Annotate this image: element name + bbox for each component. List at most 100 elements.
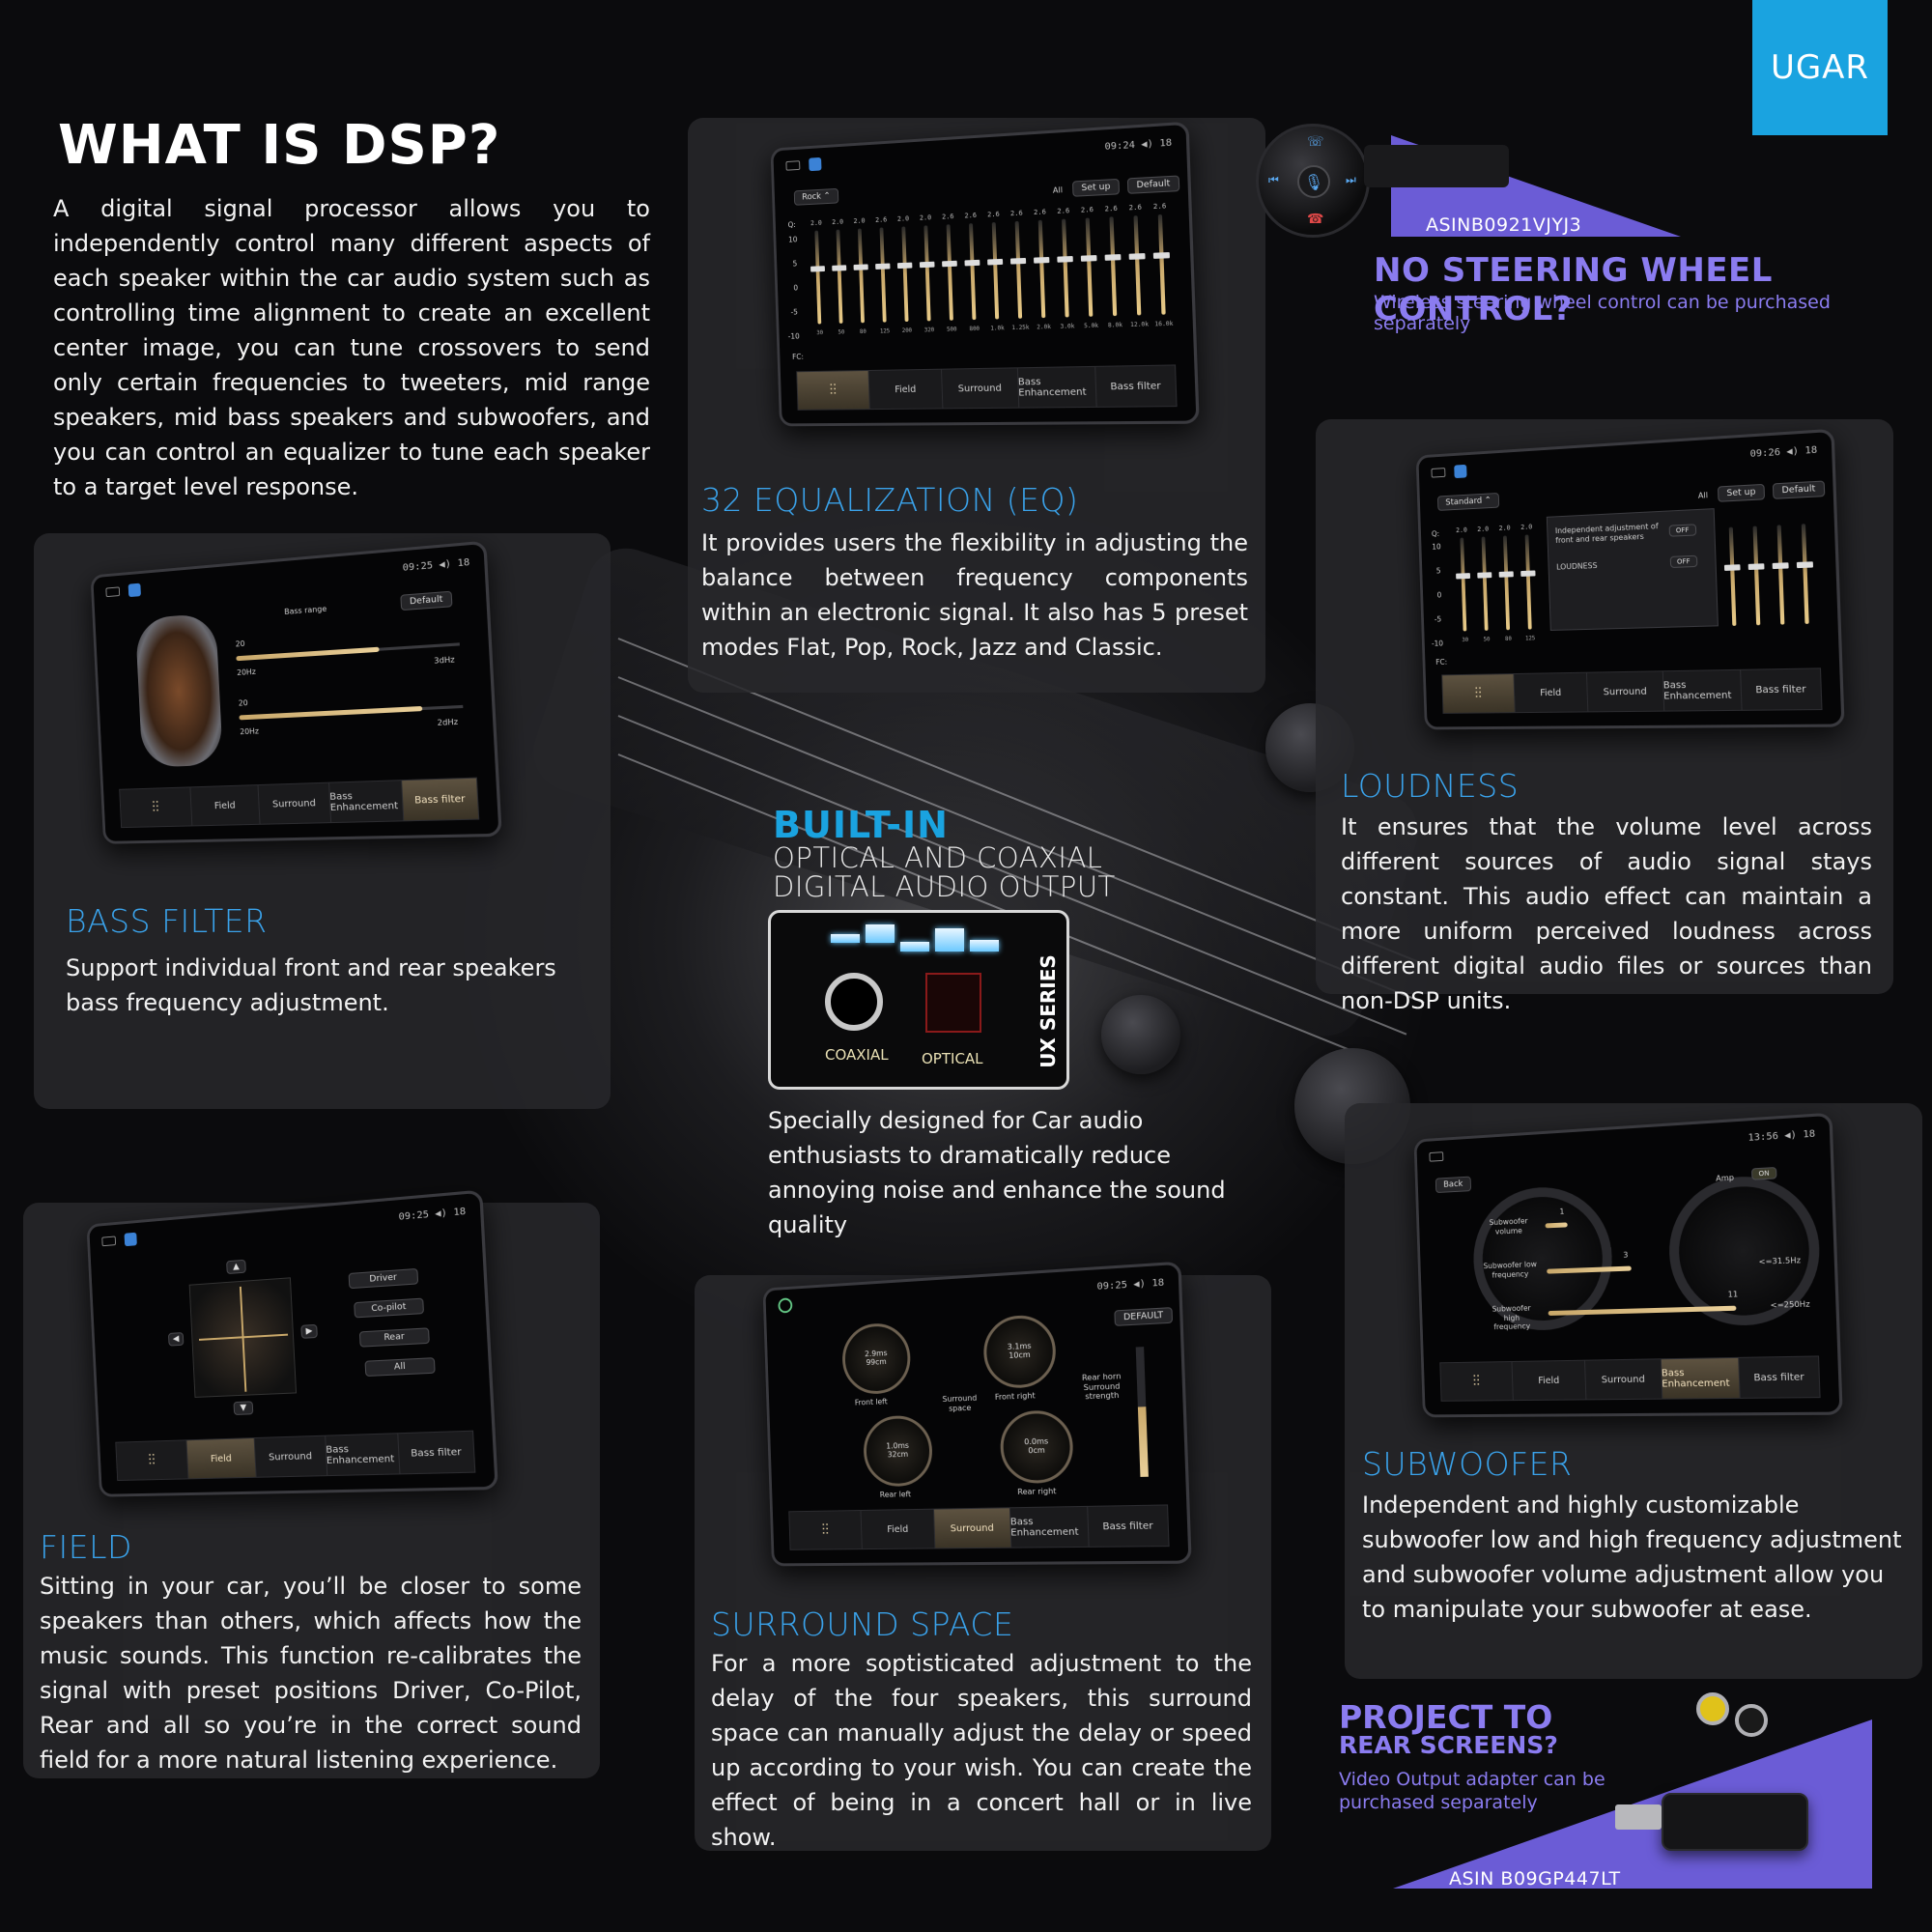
tab-bass-enhancement[interactable]: Bass Enhancement <box>1662 669 1743 711</box>
eq-band-thumb[interactable] <box>964 259 980 267</box>
eq-band-track[interactable] <box>832 229 847 324</box>
eq-band-thumb[interactable] <box>1520 570 1536 577</box>
tab-bass-filter[interactable]: Bass filter <box>1755 683 1806 696</box>
home-icon[interactable] <box>1431 468 1446 478</box>
home-icon[interactable] <box>105 586 121 598</box>
eq-band-thumb[interactable] <box>1080 255 1097 262</box>
right-arrow-button[interactable]: ▶ <box>300 1323 318 1339</box>
eq-band-thumb[interactable] <box>896 262 913 270</box>
tab-bass-enhancement[interactable]: Bass Enhancement <box>328 781 405 823</box>
eq-band-thumb[interactable] <box>1456 573 1471 580</box>
eq-band-thumb[interactable] <box>1034 256 1050 264</box>
tab-bass-filter[interactable]: Bass filter <box>401 778 479 821</box>
eq-band-track[interactable] <box>1034 219 1050 319</box>
setup-button[interactable]: Set up <box>1717 483 1766 502</box>
power-icon[interactable] <box>778 1297 793 1314</box>
field-option-driver[interactable]: Driver <box>348 1267 419 1290</box>
tab-bass-enhancement[interactable]: Bass Enhancement <box>1009 1506 1090 1548</box>
rear-bass-slider[interactable] <box>239 705 423 721</box>
eq-band-slider[interactable] <box>1791 509 1820 624</box>
tab-bass-filter[interactable]: Bass filter <box>1110 380 1161 392</box>
amp-toggle[interactable]: ON <box>1750 1167 1777 1180</box>
eq-tab-icon[interactable]: ⫶⫶ <box>789 1510 863 1549</box>
tab-surround[interactable]: Surround <box>934 1508 1011 1548</box>
eq-band-thumb[interactable] <box>832 265 847 271</box>
eq-band-thumb[interactable] <box>1747 563 1765 571</box>
down-arrow-button[interactable]: ▼ <box>233 1401 254 1415</box>
eq-band-track[interactable] <box>1477 536 1492 631</box>
eq-tab-icon[interactable]: ⫶⫶ <box>1440 1361 1514 1401</box>
rear-right-dial[interactable]: 0.0ms 0cm <box>999 1409 1074 1485</box>
tab-field[interactable]: Field <box>861 1509 936 1549</box>
field-option-all[interactable]: All <box>364 1357 436 1378</box>
eq-tab-icon[interactable]: ⫶⫶ <box>116 1440 189 1481</box>
tab-bass-enhancement[interactable]: Bass Enhancement <box>1661 1357 1741 1399</box>
eq-band-thumb[interactable] <box>1009 257 1027 265</box>
front-bass-slider[interactable] <box>236 646 380 662</box>
default-button[interactable]: Default <box>400 590 453 611</box>
eq-band-track[interactable] <box>919 225 935 322</box>
app-icon[interactable] <box>809 156 822 172</box>
field-option-copilot[interactable]: Co-pilot <box>354 1297 425 1319</box>
tab-bass-enhancement[interactable]: Bass Enhancement <box>325 1434 401 1476</box>
eq-band-thumb[interactable] <box>875 263 891 270</box>
tab-field[interactable]: Field <box>1514 672 1589 713</box>
tab-surround[interactable]: Surround <box>1587 671 1664 712</box>
eq-band-track[interactable] <box>1152 213 1170 315</box>
independent-adjust-toggle[interactable]: OFF <box>1668 524 1696 537</box>
eq-band-thumb[interactable] <box>1796 561 1814 569</box>
default-button[interactable]: Default <box>1772 480 1826 499</box>
eq-band-thumb[interactable] <box>942 260 957 268</box>
eq-band-track[interactable] <box>1747 526 1765 626</box>
eq-band-thumb[interactable] <box>1498 571 1514 578</box>
setup-button[interactable]: Set up <box>1071 178 1121 197</box>
surround-strength-slider[interactable] <box>1137 1406 1149 1477</box>
eq-band-track[interactable] <box>987 221 1004 320</box>
app-icon[interactable] <box>1454 464 1467 479</box>
eq-band-thumb[interactable] <box>853 264 868 270</box>
eq-band-thumb[interactable] <box>1104 254 1122 261</box>
tab-surround[interactable]: Surround <box>942 368 1019 409</box>
field-option-rear[interactable]: Rear <box>358 1327 430 1348</box>
tab-bass-filter[interactable]: Bass filter <box>1102 1520 1153 1532</box>
eq-band-track[interactable] <box>896 226 913 323</box>
tab-field[interactable]: Field <box>190 785 261 826</box>
eq-band-track[interactable] <box>1498 535 1514 631</box>
eq-band-thumb[interactable] <box>1477 572 1492 579</box>
app-icon[interactable] <box>124 1232 137 1247</box>
eq-band-track[interactable] <box>1796 524 1814 624</box>
tab-bass-filter[interactable]: Bass filter <box>1753 1371 1804 1383</box>
eq-band-thumb[interactable] <box>1152 252 1170 259</box>
tab-field[interactable]: Field <box>186 1438 257 1479</box>
eq-band-track[interactable] <box>942 224 957 321</box>
eq-band-track[interactable] <box>1772 525 1789 625</box>
eq-band-track[interactable] <box>1128 215 1146 316</box>
eq-band-thumb[interactable] <box>810 266 825 272</box>
tab-surround[interactable]: Surround <box>258 782 331 824</box>
eq-band-track[interactable] <box>964 223 980 321</box>
eq-band-thumb[interactable] <box>1057 256 1073 263</box>
home-icon[interactable] <box>101 1236 117 1247</box>
tab-field[interactable]: Field <box>1512 1360 1587 1401</box>
rear-left-dial[interactable]: 1.0ms 32cm <box>862 1414 934 1488</box>
eq-band-track[interactable] <box>1080 217 1097 317</box>
eq-band-track[interactable] <box>875 227 891 323</box>
front-left-dial[interactable]: 2.9ms 99cm <box>840 1321 912 1396</box>
preset-dropdown[interactable]: Rock ⌃ <box>793 187 839 206</box>
default-button[interactable]: Default <box>1126 175 1180 194</box>
eq-band-track[interactable] <box>1456 537 1471 632</box>
tab-bass-filter[interactable]: Bass filter <box>410 1446 462 1460</box>
eq-tab-icon[interactable]: ⫶⫶ <box>1442 674 1516 713</box>
eq-band-track[interactable] <box>1520 534 1536 630</box>
eq-band-track[interactable] <box>1723 526 1741 626</box>
eq-band-thumb[interactable] <box>1723 564 1741 571</box>
sub-volume-slider[interactable] <box>1545 1222 1568 1229</box>
eq-band-thumb[interactable] <box>1128 253 1146 260</box>
tab-surround[interactable]: Surround <box>1585 1359 1662 1400</box>
back-button[interactable]: Back <box>1435 1176 1471 1194</box>
eq-tab-icon[interactable]: ⫶⫶ <box>797 370 870 410</box>
eq-band-thumb[interactable] <box>1772 562 1789 570</box>
eq-band-track[interactable] <box>1104 216 1122 317</box>
loudness-toggle[interactable]: OFF <box>1669 554 1697 569</box>
eq-tab-icon[interactable]: ⫶⫶ <box>120 787 193 828</box>
